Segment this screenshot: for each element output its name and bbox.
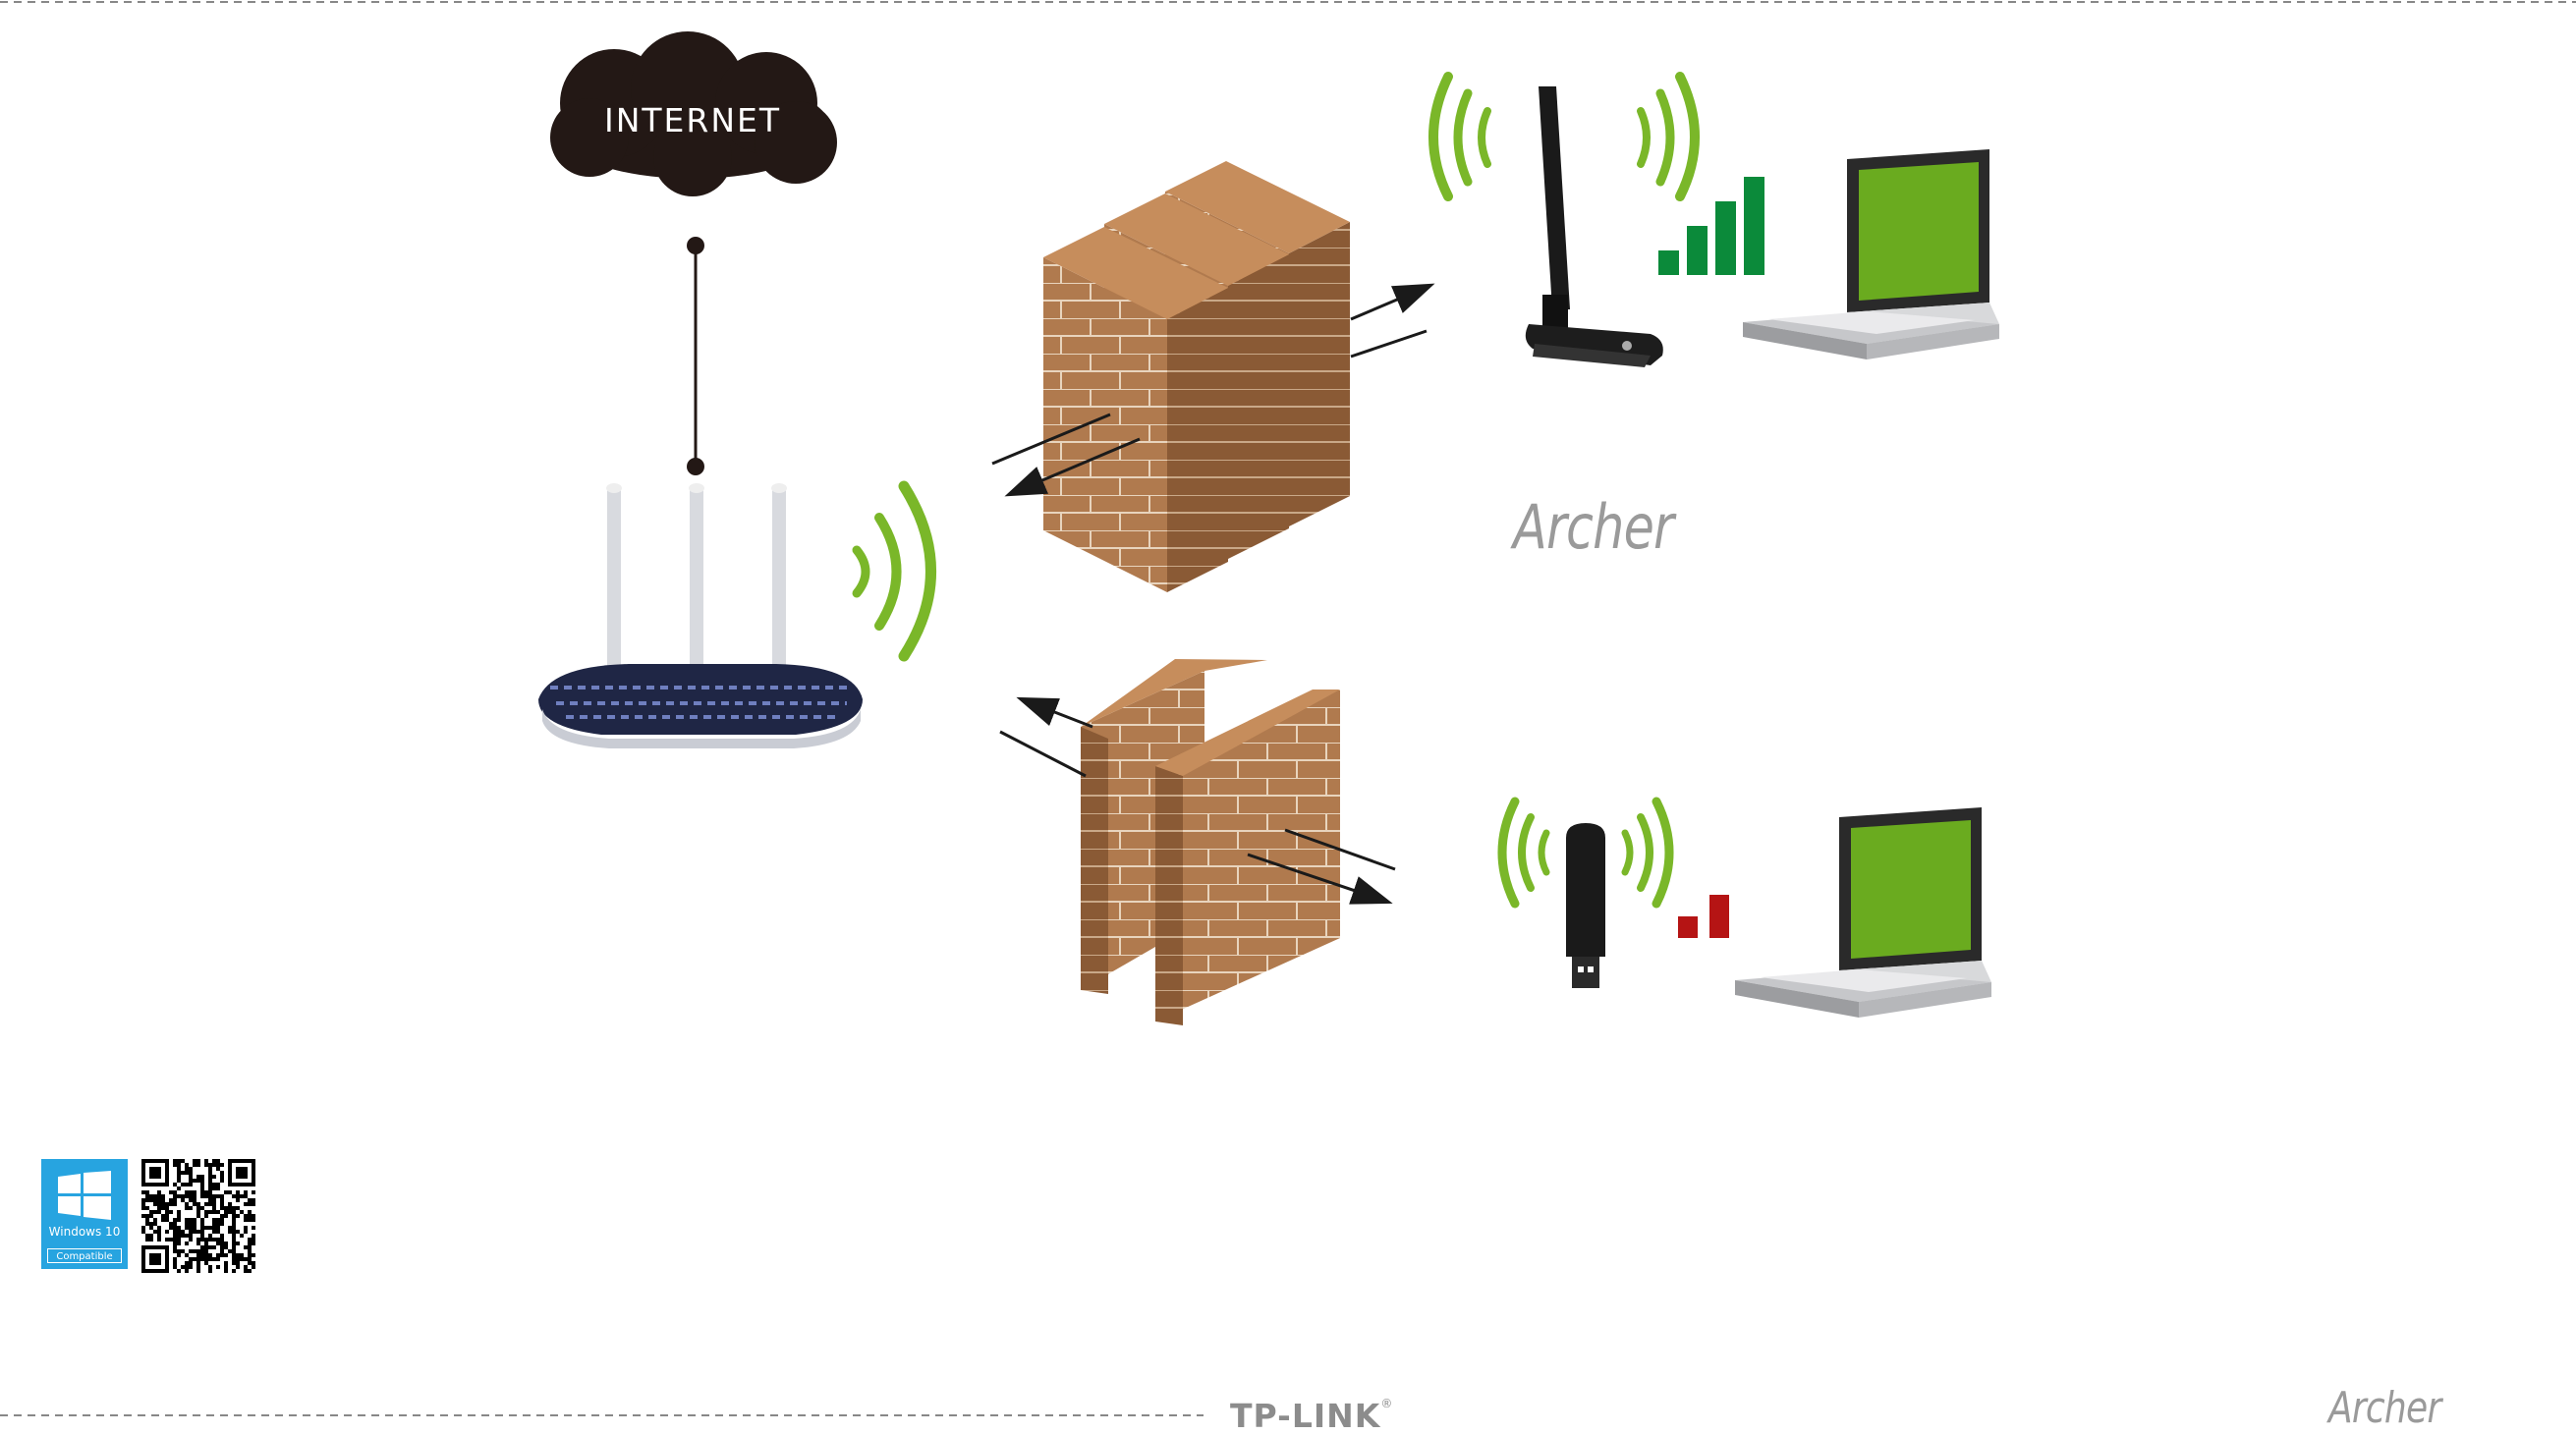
- tp-link-logo: TP-LINK®: [1230, 1397, 1393, 1435]
- brick-walls-double: [1081, 659, 1340, 1025]
- archer-logo: Archer: [1513, 491, 1673, 563]
- signal-strength-weak-icon: [1678, 895, 1729, 938]
- nano-usb-adapter-icon: [1566, 823, 1605, 988]
- trademark-symbol: ®: [1380, 1397, 1393, 1410]
- top-adapter-wifi-waves-icon: [1433, 77, 1695, 196]
- tp-link-wordmark: TP-LINK: [1230, 1397, 1380, 1435]
- qr-code-icon: [141, 1159, 255, 1273]
- windows-version-label: Windows 10: [41, 1225, 128, 1239]
- router-wifi-waves-icon: [857, 486, 931, 656]
- signal-bar: [1715, 201, 1736, 275]
- signal-bar: [1709, 895, 1729, 938]
- signal-bar: [1687, 226, 1708, 275]
- signal-bar: [1744, 177, 1764, 275]
- footer-archer-logo: Archer: [2328, 1383, 2440, 1433]
- signal-bar: [1678, 916, 1698, 938]
- laptop-top-icon: [1743, 149, 1999, 359]
- brick-walls-triple: [1043, 161, 1350, 592]
- laptop-bottom-icon: [1735, 807, 1991, 1018]
- internet-label: INTERNET: [550, 101, 835, 139]
- windows-10-compatible-badge: Windows 10 Compatible: [41, 1159, 128, 1269]
- uplink-line: [687, 237, 704, 475]
- router-icon: [538, 483, 863, 748]
- windows-logo-icon: [58, 1171, 111, 1220]
- signal-bar: [1658, 250, 1679, 275]
- signal-strength-strong-icon: [1658, 177, 1764, 275]
- compatible-label: Compatible: [47, 1248, 122, 1263]
